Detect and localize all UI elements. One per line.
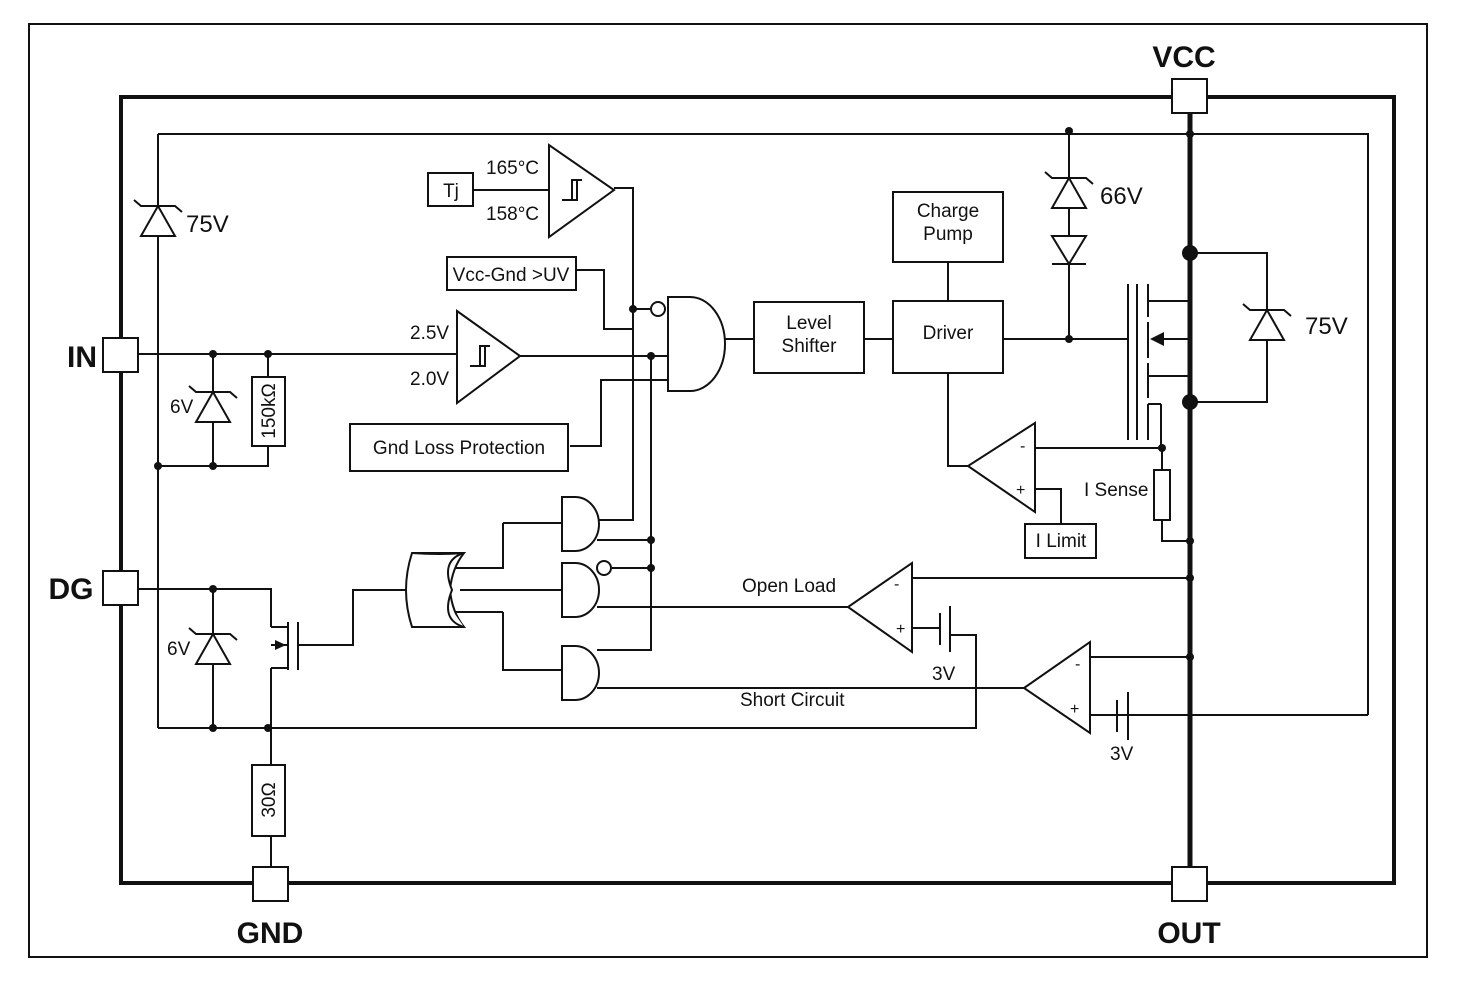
resistor-30: 30Ω bbox=[251, 764, 286, 837]
or-gate bbox=[405, 552, 467, 628]
outer-frame bbox=[28, 23, 1428, 958]
resistor-150k-label: 150kΩ bbox=[259, 383, 280, 438]
charge-pump-block: Charge Pump bbox=[892, 191, 1004, 263]
level-shifter-line1: Level bbox=[786, 313, 831, 334]
zener-6v-in: 6V bbox=[170, 385, 238, 423]
ilimit-plus: + bbox=[1016, 482, 1025, 499]
pin-vcc: VCC bbox=[1152, 41, 1216, 114]
i-limit-label: I Limit bbox=[1036, 531, 1087, 552]
i-sense-resistor: I Sense bbox=[1084, 469, 1171, 521]
junction-dots bbox=[154, 127, 1198, 732]
zener-75v-out-label: 75V bbox=[1305, 313, 1348, 340]
batt-short-label: 3V bbox=[1110, 744, 1134, 765]
pin-vcc-label: VCC bbox=[1152, 41, 1215, 74]
short-plus: + bbox=[1070, 701, 1079, 718]
pin-in-label: IN bbox=[67, 341, 97, 374]
zener-6v-in-label: 6V bbox=[170, 397, 194, 418]
charge-pump-line2: Pump bbox=[923, 224, 973, 245]
pin-gnd: GND bbox=[237, 866, 304, 950]
dg-mosfet bbox=[271, 622, 299, 670]
driver-block: Driver bbox=[892, 300, 1004, 374]
zener-75v-in: 75V bbox=[133, 199, 229, 238]
thermal-comparator: 165°C 158°C bbox=[486, 143, 616, 239]
and-gate-upper bbox=[561, 496, 600, 552]
zener-6v-dg: 6V bbox=[167, 627, 238, 665]
i-limit-block: I Limit bbox=[1024, 523, 1097, 559]
level-shifter-line2: Shifter bbox=[782, 336, 838, 357]
zener-66v: 66V bbox=[1044, 171, 1143, 210]
and-gate-lower bbox=[561, 645, 600, 701]
ic-border bbox=[119, 95, 1396, 885]
open-load-comparator: - + Open Load bbox=[742, 561, 913, 654]
short-circuit-label: Short Circuit bbox=[740, 690, 845, 711]
zener-6v-dg-label: 6V bbox=[167, 639, 191, 660]
gnd-loss-block: Gnd Loss Protection bbox=[349, 423, 569, 472]
pin-out: OUT bbox=[1157, 866, 1221, 950]
pin-dg-label: DG bbox=[49, 573, 94, 606]
ilimit-minus: - bbox=[1020, 438, 1025, 455]
resistor-150k: 150kΩ bbox=[251, 376, 286, 447]
openload-plus: + bbox=[896, 621, 905, 638]
driver-label: Driver bbox=[923, 323, 974, 344]
input-comparator: 2.5V 2.0V bbox=[410, 309, 522, 405]
openload-minus: - bbox=[894, 576, 899, 593]
level-shifter-block: Level Shifter bbox=[753, 301, 865, 374]
tj-label: Tj bbox=[443, 181, 459, 202]
pin-in: IN bbox=[67, 337, 139, 374]
zener-75v-in-label: 75V bbox=[186, 211, 229, 238]
in-low-label: 2.0V bbox=[410, 369, 449, 390]
pin-dg: DG bbox=[49, 570, 139, 606]
temp-low-label: 158°C bbox=[486, 204, 539, 225]
power-mosfet bbox=[1127, 284, 1164, 440]
charge-pump-line1: Charge bbox=[917, 201, 979, 222]
open-load-label: Open Load bbox=[742, 576, 836, 597]
zener-75v-out: 75V bbox=[1242, 303, 1348, 341]
temp-high-label: 165°C bbox=[486, 158, 539, 179]
short-circuit-comparator: - + Short Circuit bbox=[740, 640, 1091, 735]
resistor-30-label: 30Ω bbox=[259, 782, 280, 817]
tj-block: Tj bbox=[427, 172, 549, 207]
current-limit-comparator: - + bbox=[966, 421, 1036, 514]
short-minus: - bbox=[1075, 656, 1080, 673]
pin-gnd-label: GND bbox=[237, 917, 304, 950]
i-sense-label: I Sense bbox=[1084, 480, 1148, 501]
in-high-label: 2.5V bbox=[410, 323, 449, 344]
uv-label: Vcc-Gnd >UV bbox=[453, 265, 570, 286]
zener-66v-label: 66V bbox=[1100, 183, 1143, 210]
battery-open-load: 3V bbox=[932, 606, 956, 685]
battery-short-circuit: 3V bbox=[1110, 692, 1134, 765]
batt-open-label: 3V bbox=[932, 664, 956, 685]
wires bbox=[139, 133, 1369, 867]
gnd-loss-label: Gnd Loss Protection bbox=[373, 438, 545, 459]
uv-block: Vcc-Gnd >UV bbox=[446, 256, 577, 291]
main-and-gate bbox=[650, 296, 726, 392]
and-gate-middle bbox=[561, 560, 612, 618]
pin-out-label: OUT bbox=[1157, 917, 1220, 950]
diode-gate bbox=[1050, 235, 1088, 266]
